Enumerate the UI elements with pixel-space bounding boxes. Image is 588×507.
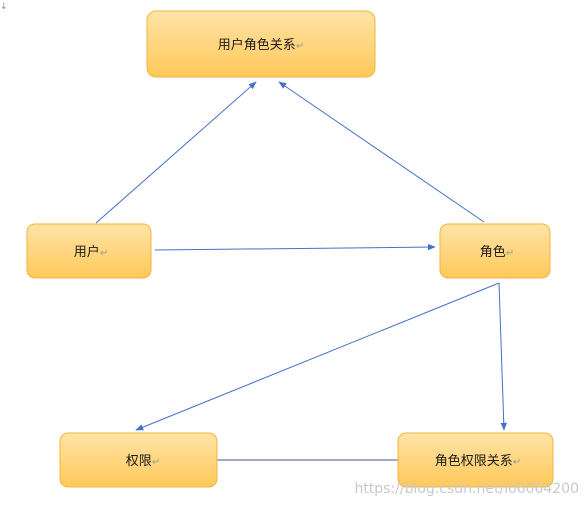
node-user: 用户↵: [26, 223, 152, 279]
node-label: 角色↵: [480, 244, 514, 260]
node-box: [397, 432, 554, 488]
edge-user-to-user-role: [95, 81, 257, 224]
node-label: 权限↵: [126, 453, 160, 469]
node-role-permission: 角色权限关系↵: [397, 432, 554, 488]
node-box: [59, 432, 218, 488]
node-box: [146, 10, 376, 78]
node-label: 角色权限关系↵: [435, 453, 521, 469]
node-role: 角色↵: [439, 223, 551, 279]
edges: [95, 81, 507, 461]
node-box: [26, 223, 152, 279]
node-user-role: 用户角色关系↵: [146, 10, 376, 78]
node-permission: 权限↵: [59, 432, 218, 488]
node-label: 用户角色关系↵: [218, 37, 304, 53]
node-box: [439, 223, 551, 279]
edge-role-to-user-role: [278, 81, 485, 223]
edge-role-to-permission: [135, 282, 500, 431]
watermark: https://blog.csdn.net/lo6064200: [354, 481, 579, 497]
edge-user-to-role: [154, 243, 436, 251]
node-label: 用户↵: [74, 244, 108, 260]
corner-mark: ↓: [0, 2, 8, 12]
edge-role-to-role-permission: [498, 282, 507, 431]
